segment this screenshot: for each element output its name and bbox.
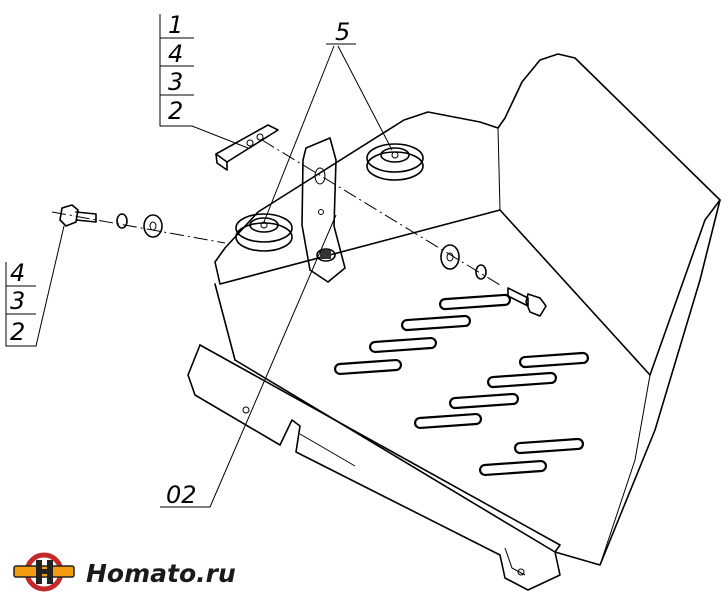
callout-top-1: 1 <box>168 11 183 39</box>
callout-nut-5: 5 <box>335 18 350 46</box>
logo-text: Homato.ru <box>86 559 236 588</box>
flat-washer-right <box>440 244 460 270</box>
plate-part-2 <box>215 124 279 171</box>
callout-top-3: 3 <box>168 68 183 96</box>
bolt-left <box>59 204 97 227</box>
callout-top-4: 4 <box>168 40 183 68</box>
bracket <box>301 137 346 283</box>
callout-top-2: 2 <box>168 97 183 125</box>
axis-lines <box>51 139 501 286</box>
homato-logo: Homato.ru <box>13 552 236 592</box>
skid-plate <box>187 53 721 591</box>
callout-left-3: 3 <box>10 287 25 315</box>
vent-slots <box>333 293 590 477</box>
callout-left-4: 4 <box>10 259 25 287</box>
flat-washer-left <box>143 214 163 238</box>
leader-lines <box>5 14 393 508</box>
bolt-right <box>507 287 547 317</box>
grommet-left <box>235 213 293 252</box>
spring-washer-left <box>116 213 128 229</box>
callout-plate-02: 02 <box>166 481 197 509</box>
callout-left-2: 2 <box>10 318 25 346</box>
grommet-right <box>366 143 424 181</box>
spring-washer-right <box>475 264 487 280</box>
